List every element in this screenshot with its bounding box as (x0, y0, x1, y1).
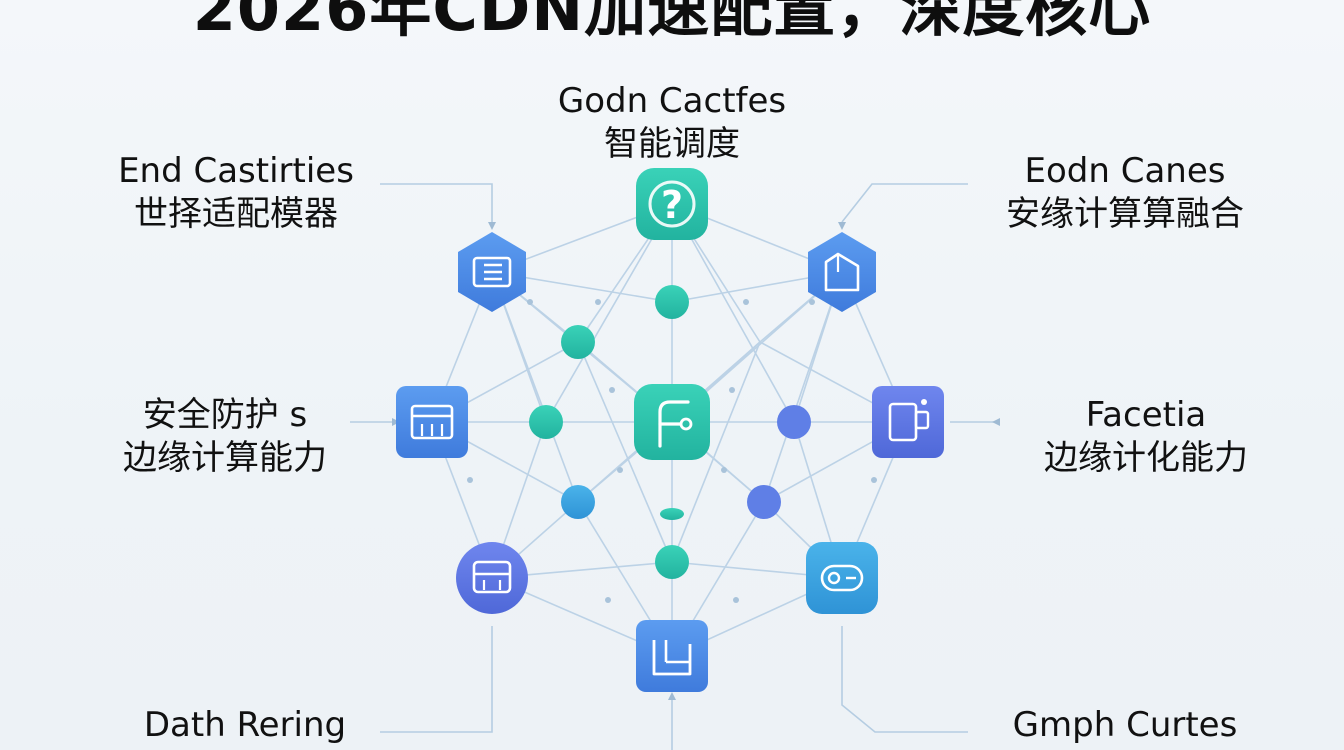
label-top-zh: 智能调度 (604, 123, 740, 164)
label-bottom-right-en: Gmph Curtes (1012, 705, 1238, 745)
label-top-right-en: Eodn Canes (1024, 151, 1226, 191)
network-hub-icon[interactable] (634, 384, 710, 460)
label-top-en: Godn Cactfes (557, 81, 787, 121)
relay-node (655, 285, 689, 319)
relay-node (529, 405, 563, 439)
label-mid-left-zh: 边缘计算能力 (123, 437, 327, 478)
relay-node (561, 325, 595, 359)
label-top: Godn Cactfes 智能调度 (520, 80, 824, 165)
label-bottom-left-en: Dath Rering (143, 705, 347, 745)
relay-nodes (529, 285, 811, 579)
label-mid-right-zh: 边缘计化能力 (1044, 437, 1248, 478)
label-top-right: Eodn Canes 安缘计算算融合 (970, 150, 1280, 235)
label-bottom-left: Dath Rering (120, 704, 370, 747)
server-icon[interactable] (396, 386, 468, 458)
storage-icon[interactable] (456, 542, 528, 614)
label-top-left: End Castirties 世择适配模器 (96, 150, 376, 235)
label-mid-right-en: Facetia (1085, 395, 1207, 435)
label-mid-left-en: 安全防护 s (142, 395, 308, 435)
junction-dots (467, 299, 877, 603)
frame-icon[interactable] (636, 620, 708, 692)
list-icon[interactable] (458, 232, 526, 312)
svg-text:?: ? (661, 183, 683, 227)
page-title: 2026年CDN加速配置，深度核心 (192, 0, 1152, 45)
relay-node (777, 405, 811, 439)
relay-node (655, 545, 689, 579)
relay-node (747, 485, 781, 519)
label-top-left-en: End Castirties (118, 151, 354, 191)
label-top-right-zh: 安缘计算算融合 (1006, 193, 1244, 234)
device-icon[interactable] (872, 386, 944, 458)
label-leader-lines (350, 183, 1000, 750)
label-bottom-right: Gmph Curtes (990, 704, 1260, 747)
relay-node (660, 508, 684, 520)
label-mid-right: Facetia 边缘计化能力 (1016, 394, 1276, 479)
switch-icon[interactable] (806, 542, 878, 614)
box-icon[interactable] (808, 232, 876, 312)
label-top-left-zh: 世择适配模器 (134, 193, 338, 234)
question-icon[interactable]: ? (636, 168, 708, 240)
label-mid-left: 安全防护 s 边缘计算能力 (96, 394, 354, 479)
relay-node (561, 485, 595, 519)
